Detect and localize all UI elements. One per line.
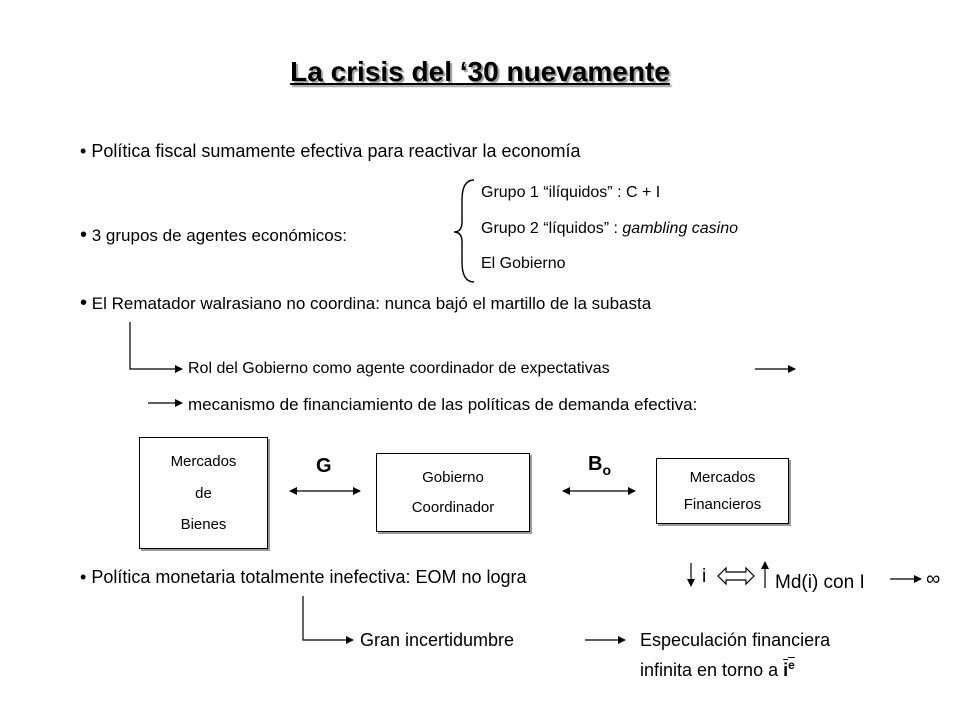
label-b-sub: o xyxy=(602,462,612,478)
monetaria-elbow xyxy=(302,596,354,644)
equivalence-hollow-arrow xyxy=(717,566,755,586)
box-line: de xyxy=(195,484,212,502)
ie-symbol: ie xyxy=(783,658,795,680)
ie-base: i xyxy=(783,660,789,680)
box-line: Gobierno xyxy=(422,468,484,486)
box-line: Financieros xyxy=(683,495,762,513)
group-1: Grupo 1 “ilíquidos” : C + I xyxy=(481,184,661,201)
bullet-fiscal-text: Política fiscal sumamente efectiva para … xyxy=(91,141,581,161)
group-2: Grupo 2 “líquidos” : gambling casino xyxy=(481,220,738,238)
bullet-groups-text: 3 grupos de agentes económicos: xyxy=(91,226,347,245)
bullet-rematador: • El Rematador walrasiano no coordina: n… xyxy=(80,292,651,315)
especulacion-line-2: infinita en torno a ie xyxy=(640,658,795,681)
box-line: Mercados xyxy=(170,453,237,471)
bullet-rematador-text: El Rematador walrasiano no coordina: nun… xyxy=(91,294,652,313)
page-title: La crisis del ‘30 nuevamente xyxy=(290,56,670,87)
label-bo: Bo xyxy=(588,453,611,478)
chain-i: i xyxy=(702,566,707,587)
bullet-icon: • xyxy=(80,224,88,246)
bullet-groups: • 3 grupos de agentes económicos: xyxy=(80,224,347,247)
bullet-icon: • xyxy=(80,292,88,314)
group-2-italic: gambling casino xyxy=(622,220,739,237)
group-3: El Gobierno xyxy=(481,255,566,272)
bullet-monetaria: • Política monetaria totalmente inefecti… xyxy=(80,567,527,588)
box-line: Mercados xyxy=(689,469,756,487)
gobierno-coordinador-box: Gobierno Coordinador xyxy=(376,453,530,532)
mercados-bienes-box: Mercados de Bienes xyxy=(139,437,268,549)
especulacion-line-2-text: infinita en torno a xyxy=(640,660,779,680)
label-b: B xyxy=(588,453,603,475)
group-2-label: Grupo 2 “líquidos” : xyxy=(481,220,623,237)
bullet-fiscal: • Política fiscal sumamente efectiva par… xyxy=(80,141,581,162)
bullet-icon: • xyxy=(80,567,87,587)
incertidumbre-text: Gran incertidumbre xyxy=(360,630,515,650)
especulacion-line-1: Especulación financiera xyxy=(640,630,831,650)
box-line: Bienes xyxy=(180,515,227,533)
rol-text: Rol del Gobierno como agente coordinador… xyxy=(188,360,610,377)
mecanismo-text: mecanismo de financiamiento de las polít… xyxy=(188,395,698,414)
label-g: G xyxy=(316,455,332,477)
mercados-financieros-box: Mercados Financieros xyxy=(656,458,789,524)
bullet-monetaria-text: Política monetaria totalmente inefectiva… xyxy=(91,567,527,587)
bullet-icon: • xyxy=(80,141,87,161)
groups-brace xyxy=(453,179,475,283)
ie-sup: e xyxy=(788,658,795,672)
chain-infinity: ∞ xyxy=(926,568,941,590)
rematador-elbow xyxy=(129,322,183,373)
box-line: Coordinador xyxy=(411,499,495,517)
chain-md: Md(i) con I xyxy=(775,572,865,593)
